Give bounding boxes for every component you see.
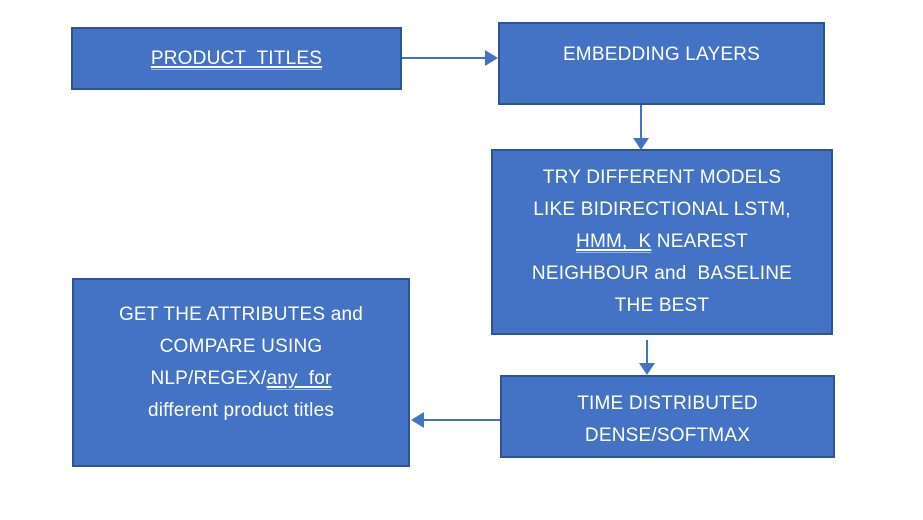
flow-box-product-titles[interactable]: PRODUCT TITLES <box>71 27 402 90</box>
arrow-right-icon <box>485 50 498 66</box>
arrow-embedding-to-models-line <box>640 105 642 139</box>
arrow-down-icon <box>633 138 649 150</box>
box-text-line: GET THE ATTRIBUTES and <box>118 304 364 325</box>
box-text-line: NEIGHBOUR and BASELINE <box>531 263 793 284</box>
arrow-models-to-dense-line <box>646 340 648 364</box>
flow-box-time-distributed[interactable]: TIME DISTRIBUTED DENSE/SOFTMAX <box>500 375 835 458</box>
box-text-line: LIKE BIDIRECTIONAL LSTM, <box>533 199 791 220</box>
box-text-line: PRODUCT TITLES <box>150 47 323 70</box>
box-text-line: TIME DISTRIBUTED <box>577 392 758 414</box>
arrow-product-to-embedding-line <box>402 57 487 59</box>
box-text-line: DENSE/SOFTMAX <box>584 424 751 446</box>
box-text-line: THE BEST <box>614 295 710 316</box>
box-text-line: different product titles <box>147 400 335 421</box>
box-text-line: COMPARE USING <box>159 336 323 357</box>
arrow-dense-to-attributes-line <box>423 419 500 421</box>
flow-box-try-different-models[interactable]: TRY DIFFERENT MODELS LIKE BIDIRECTIONAL L… <box>491 149 833 335</box>
box-text-line: EMBEDDING LAYERS <box>562 44 761 65</box>
box-text-line: TRY DIFFERENT MODELS <box>542 167 782 188</box>
box-text-line: HMM, K NEAREST <box>576 231 748 253</box>
arrow-left-icon <box>411 412 424 428</box>
box-text-line: NLP/REGEX/any for <box>150 368 332 390</box>
flow-box-embedding-layers[interactable]: EMBEDDING LAYERS <box>498 22 825 105</box>
arrow-down-icon <box>639 363 655 375</box>
